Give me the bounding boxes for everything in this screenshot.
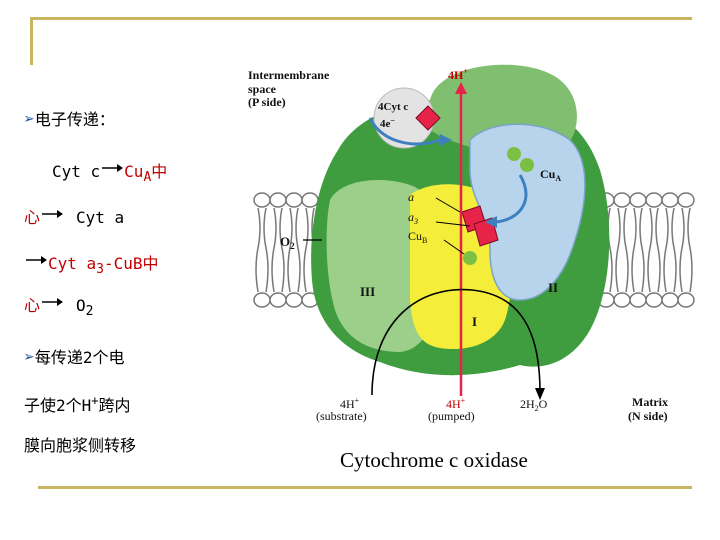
cub-label: -CuB bbox=[104, 254, 143, 273]
o2-label: O bbox=[76, 296, 86, 315]
o2-subscript: 2 bbox=[85, 304, 94, 320]
chain-line-1: Cyt c CuA中 bbox=[52, 158, 167, 185]
cub-center bbox=[463, 251, 477, 265]
lipids-right bbox=[597, 192, 695, 308]
cytochrome-c-heme bbox=[415, 105, 441, 131]
center-label-2: 心 bbox=[24, 208, 41, 227]
cua-center-1 bbox=[507, 147, 521, 161]
label-substrate: (substrate) bbox=[316, 409, 367, 423]
right-arrow-icon bbox=[24, 255, 48, 265]
label-space: space bbox=[248, 82, 277, 96]
label-n-side: (N side) bbox=[628, 409, 668, 423]
bullet-arrow-icon: ➢ bbox=[24, 109, 35, 130]
cua-label: Cu bbox=[124, 162, 144, 181]
substrate-arrow-head bbox=[535, 388, 545, 400]
cyt-a-label: Cyt a bbox=[76, 208, 125, 227]
figure-caption: Cytochrome c oxidase bbox=[340, 448, 528, 472]
electron-arrow-cua-to-a bbox=[494, 174, 528, 224]
bullet-2-line-2: 子使2个H bbox=[24, 396, 92, 415]
right-arrow-icon bbox=[40, 297, 64, 307]
label-intermembrane: Intermembrane bbox=[248, 68, 330, 82]
electron-arrow-in-head bbox=[440, 134, 452, 146]
label-iii: III bbox=[360, 284, 375, 299]
chain-line-3: Cyt a3-CuB中 bbox=[24, 250, 159, 277]
cyt-a3-label: Cyt a bbox=[48, 254, 97, 273]
cyt-c-label: Cyt c bbox=[52, 162, 101, 181]
bullet-2-line-3-wrap: 膜向胞浆侧转移 bbox=[24, 432, 136, 456]
right-arrow-icon bbox=[100, 163, 124, 173]
lipids-left bbox=[253, 192, 319, 308]
chain-line-2: 心 Cyt a bbox=[24, 204, 124, 228]
bullet-1-heading: 电子传递： bbox=[34, 110, 115, 129]
a3-subscript: 3 bbox=[96, 262, 104, 278]
bullet-2-line-1: 每传递2个电 bbox=[34, 348, 125, 367]
alpha-pointer bbox=[435, 197, 461, 213]
electron-arrow-head-2 bbox=[485, 216, 497, 228]
chain-line-4: 心 O2 bbox=[24, 292, 93, 319]
label-4h-pumped: 4H+ bbox=[446, 396, 466, 411]
center-label-4: 心 bbox=[24, 296, 41, 315]
bullet-1: ➢电子传递： bbox=[24, 106, 115, 130]
label-4h-substrate: 4H+ bbox=[340, 396, 360, 411]
bullet-arrow-icon: ➢ bbox=[24, 347, 35, 368]
alpha3-pointer bbox=[435, 221, 471, 227]
proton-pump-arrow-head bbox=[455, 82, 467, 94]
label-cua: CuA bbox=[540, 167, 561, 183]
label-p-side: (P side) bbox=[248, 95, 286, 109]
slide-frame-left bbox=[30, 17, 33, 65]
cua-center-2 bbox=[520, 158, 534, 172]
label-alpha3: a3 bbox=[408, 210, 418, 226]
label-o2: O2 bbox=[280, 234, 295, 251]
label-i: I bbox=[472, 314, 477, 329]
bullet-2-line-2-wrap: 子使2个H+跨内 bbox=[24, 392, 131, 416]
label-4cytc: 4Cyt c bbox=[378, 101, 408, 113]
label-4h-top: 4H+ bbox=[448, 67, 468, 82]
label-4e: 4e− bbox=[380, 116, 395, 130]
slide-frame-top bbox=[30, 17, 692, 20]
label-ii: II bbox=[548, 280, 558, 295]
membrane-lipids bbox=[253, 192, 695, 308]
bullet-2-line-2-end: 跨内 bbox=[98, 396, 131, 415]
label-cub: CuB bbox=[408, 229, 427, 245]
label-alpha: a bbox=[408, 190, 414, 204]
substrate-arrow bbox=[371, 288, 541, 396]
right-arrow-icon bbox=[40, 209, 64, 219]
bullet-2-line-3: 膜向胞浆侧转移 bbox=[24, 436, 137, 455]
cua-subscript: A bbox=[143, 170, 152, 186]
h-plus-superscript: + bbox=[91, 393, 99, 408]
electron-arrow-in bbox=[368, 117, 441, 146]
cub-pointer bbox=[443, 239, 465, 255]
label-2h2o: 2H2O bbox=[520, 397, 548, 413]
bullet-2: ➢每传递2个电 bbox=[24, 344, 124, 368]
slide-frame-bottom bbox=[38, 486, 692, 489]
label-pumped: (pumped) bbox=[428, 409, 475, 423]
label-matrix: Matrix bbox=[632, 395, 668, 409]
center-label-1: 中 bbox=[151, 162, 168, 181]
center-label-3: 中 bbox=[142, 254, 159, 273]
